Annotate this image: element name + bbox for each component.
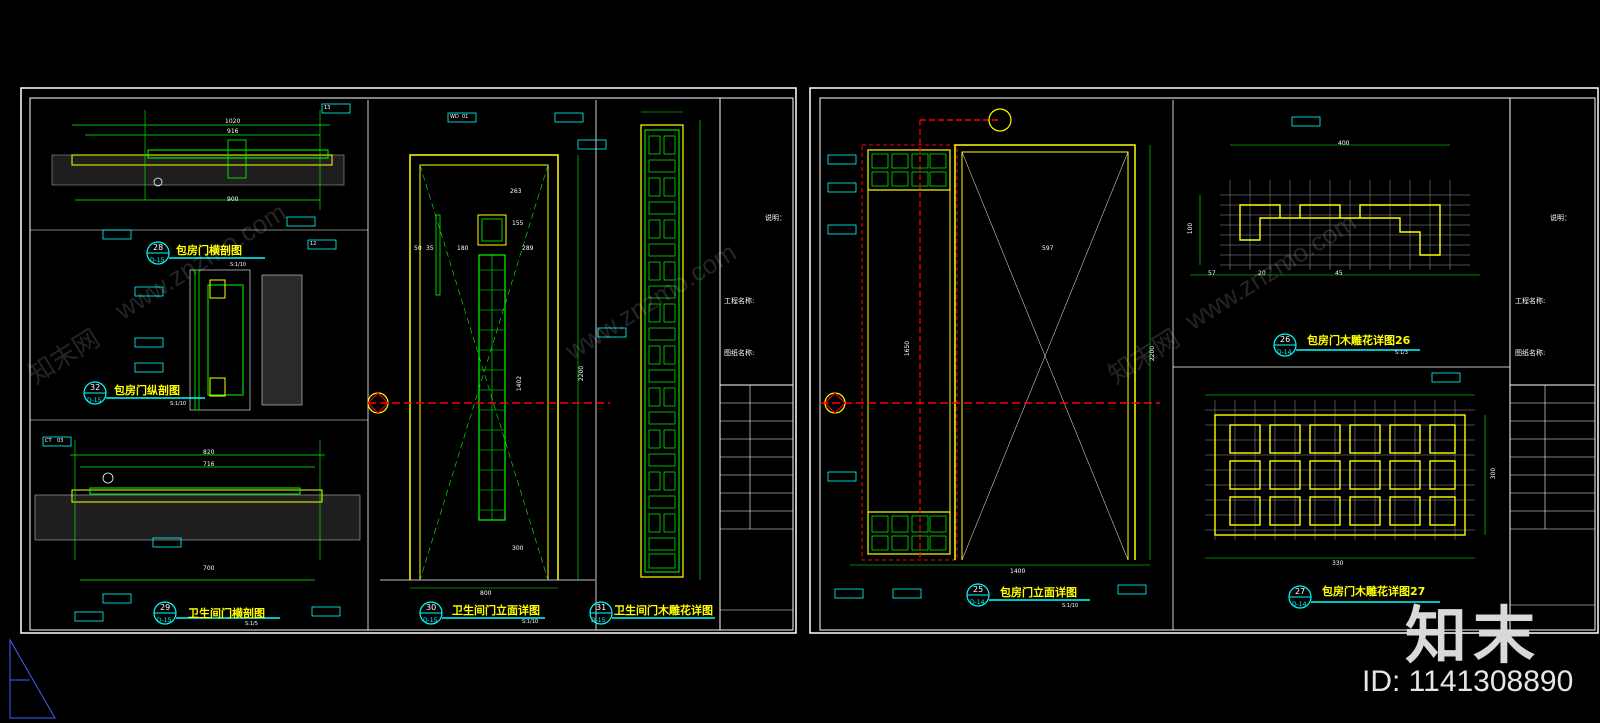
dim-400-26: 400 — [1338, 140, 1350, 147]
detail-27-number: 27 — [1295, 587, 1306, 596]
tag-13-label: 13 — [324, 105, 331, 111]
left-project-label: 工程名称: — [724, 297, 755, 305]
detail-30-scale: S:1/10 — [522, 619, 539, 625]
detail-28-number: 28 — [153, 243, 164, 252]
dim-100: 100 — [1187, 222, 1195, 235]
detail-25-scale: S:1/10 — [1062, 603, 1079, 609]
dim-700: 700 — [203, 565, 215, 572]
dim-820: 820 — [203, 449, 215, 456]
left-sheet-outer-border — [20, 87, 797, 634]
detail-29-title: 卫生间门横剖图 — [188, 607, 265, 620]
detail-31-number: 31 — [596, 603, 607, 612]
dim-180: 180 — [457, 245, 469, 252]
detail-29-bathroom-door-plan — [34, 440, 361, 581]
detail-28-door-plan-section — [51, 110, 345, 210]
detail-26-number: 26 — [1280, 335, 1291, 344]
detail-30-title-marker — [419, 601, 545, 625]
dim-45: 45 — [1335, 270, 1343, 277]
detail-25-door-elevation — [850, 108, 1151, 566]
dim-155: 155 — [512, 220, 524, 227]
tag-03-label: 03 — [57, 438, 64, 444]
dim-900: 900 — [227, 196, 239, 203]
right-sheet — [809, 87, 1599, 634]
tag-wd-label: WD — [450, 114, 459, 120]
tag-ct-label: CT — [45, 438, 52, 444]
tag-01-label: 01 — [462, 114, 469, 120]
left-note-label: 说明： — [765, 214, 786, 222]
detail-28-title: 包房门横剖图 — [176, 244, 242, 257]
right-sheet-outer-border — [809, 87, 1599, 634]
detail-29-sheet-ref: D-15 — [157, 617, 172, 624]
detail-30-title: 卫生间门立面详图 — [452, 604, 540, 617]
detail-31-sheet-ref: D-15 — [591, 617, 606, 624]
right-drawing-label: 图纸名称: — [1515, 349, 1546, 357]
detail-26-scale: S:1/3 — [1395, 350, 1408, 356]
dim-330: 330 — [1332, 560, 1344, 567]
ucs-icon — [9, 638, 56, 719]
detail-28-scale: S:1/10 — [230, 262, 247, 268]
right-project-label: 工程名称: — [1515, 297, 1546, 305]
detail-29-title-marker — [153, 601, 280, 625]
detail-30-number: 30 — [426, 603, 437, 612]
detail-30-sheet-ref: D-15 — [423, 617, 438, 624]
detail-28-sheet-ref: D-15 — [150, 257, 165, 264]
detail-32-title: 包房门纵剖图 — [114, 384, 180, 397]
detail-26-title: 包房门木雕花详图26 — [1307, 334, 1411, 347]
dim-20: 20 — [1258, 270, 1266, 277]
detail-27-title: 包房门木雕花详图27 — [1322, 585, 1426, 598]
dim-300: 300 — [512, 545, 524, 552]
dim-916: 916 — [227, 128, 239, 135]
detail-30-bathroom-door-elevation — [380, 154, 595, 589]
right-note-label: 说明： — [1550, 214, 1571, 222]
annotation-tags — [42, 103, 1461, 622]
detail-27-sheet-ref: D-14 — [1292, 601, 1307, 608]
detail-25-title: 包房门立面详图 — [1000, 586, 1077, 599]
watermark-id: ID: 1141308890 — [1362, 665, 1574, 698]
dim-2200-left: 2200 — [578, 365, 586, 382]
detail-25-number: 25 — [973, 585, 984, 594]
detail-26-sheet-ref: D-14 — [1277, 349, 1292, 356]
dim-289: 289 — [522, 245, 534, 252]
detail-25-sheet-ref: D-14 — [970, 599, 985, 606]
detail-31-bathroom-door-carving — [640, 111, 701, 580]
detail-25-title-marker — [966, 583, 1090, 607]
left-drawing-label: 图纸名称: — [724, 349, 755, 357]
dim-263: 263 — [510, 188, 522, 195]
right-section-cut-line — [820, 392, 1160, 414]
dim-597: 597 — [1042, 245, 1054, 252]
detail-28-title-marker — [146, 241, 265, 265]
watermark-logo: 知末 — [1405, 602, 1542, 671]
dim-1402: 1402 — [516, 375, 524, 392]
detail-26-title-marker — [1273, 333, 1420, 357]
detail-31-title: 卫生间门木雕花详图 — [614, 604, 713, 617]
dim-716: 716 — [203, 461, 215, 468]
dim-300-27: 300 — [1490, 467, 1498, 480]
right-sheet-inner-border — [819, 97, 1596, 631]
dim-35: 35 — [426, 245, 434, 252]
left-sheet-inner-border — [29, 97, 794, 631]
detail-32-door-vertical-section — [189, 269, 303, 411]
detail-29-number: 29 — [160, 603, 171, 612]
detail-31-title-marker — [589, 601, 715, 625]
tag-12-label: 12 — [310, 241, 317, 247]
detail-27-title-marker — [1288, 585, 1440, 609]
left-sheet — [20, 87, 797, 634]
dim-800: 800 — [480, 590, 492, 597]
detail-32-sheet-ref: D-15 — [87, 397, 102, 404]
dim-50: 50 — [414, 245, 422, 252]
dim-1400-right: 1400 — [1010, 568, 1026, 575]
detail-32-title-marker — [83, 381, 205, 405]
left-section-cut-line — [367, 392, 610, 414]
detail-32-number: 32 — [90, 383, 101, 392]
dim-1650: 1650 — [904, 340, 912, 357]
detail-32-scale: S:1/10 — [170, 401, 187, 407]
detail-29-scale: S:1/5 — [245, 621, 258, 627]
dim-1020: 1020 — [225, 118, 241, 125]
detail-27-carving-detail — [1205, 394, 1486, 559]
dim-57: 57 — [1208, 270, 1216, 277]
detail-26-carving-detail — [1190, 144, 1480, 276]
